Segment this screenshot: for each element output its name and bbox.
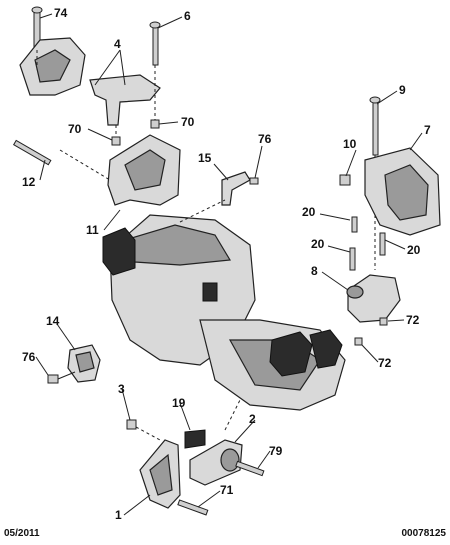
callout-72a: 72 <box>406 313 420 327</box>
callout-11: 11 <box>86 223 99 237</box>
bolt-76b <box>47 374 59 384</box>
bolt-12 <box>12 139 52 166</box>
bolt-9 <box>372 99 379 156</box>
callout-20c: 20 <box>407 243 421 257</box>
callout-6: 6 <box>184 9 191 23</box>
nut-70a <box>111 136 121 146</box>
callout-9: 9 <box>399 83 406 97</box>
callout-12: 12 <box>22 175 36 189</box>
callout-8: 8 <box>311 264 318 278</box>
callout-20a: 20 <box>302 205 316 219</box>
bracket-15-group <box>221 171 259 206</box>
callout-72b: 72 <box>378 356 392 370</box>
bolt-20a <box>351 216 358 233</box>
nut-72a <box>379 317 388 326</box>
bracket-11-group <box>12 134 181 206</box>
footer-reference: 00078125 <box>401 528 447 539</box>
callout-79: 79 <box>269 444 283 458</box>
engine-gearbox-assembly <box>102 199 346 431</box>
callout-4: 4 <box>114 37 121 51</box>
footer-date: 05/2011 <box>4 528 40 539</box>
mount-arm-4b <box>89 74 161 126</box>
callout-15: 15 <box>198 151 212 165</box>
right-mount-group <box>339 96 441 346</box>
callout-70a: 70 <box>68 122 82 136</box>
callout-74: 74 <box>54 6 68 20</box>
bolt-20c <box>379 232 386 256</box>
callout-labels: 74 4 6 70 70 76 15 12 11 9 7 10 20 20 20… <box>22 6 431 522</box>
bolt-71 <box>177 499 209 516</box>
callout-76a: 76 <box>258 132 272 146</box>
nut-72b <box>354 337 363 346</box>
callout-71: 71 <box>220 483 234 497</box>
callout-76b: 76 <box>22 350 36 364</box>
bolt-10 <box>339 174 351 186</box>
callout-14: 14 <box>46 314 60 328</box>
bracket-15 <box>221 171 251 206</box>
callout-10: 10 <box>343 137 357 151</box>
bolt-20b <box>349 247 356 271</box>
mount-8 <box>347 274 401 323</box>
bolt-76a <box>249 177 259 185</box>
callout-2: 2 <box>249 412 256 426</box>
engine-side-bracket <box>102 227 136 276</box>
callout-20b: 20 <box>311 237 325 251</box>
upper-left-mount-group <box>19 6 161 146</box>
callout-70b: 70 <box>181 115 195 129</box>
lower-mount-group <box>126 419 265 516</box>
bolt-79 <box>235 460 265 477</box>
part-14-group <box>47 344 101 384</box>
nut-70b <box>150 119 160 129</box>
callout-1: 1 <box>115 508 122 522</box>
clip-19 <box>184 429 206 449</box>
bolt-6 <box>152 24 159 66</box>
gearbox-side-bracket <box>269 331 313 377</box>
leader-lines <box>35 13 423 516</box>
bolt-3 <box>126 419 137 430</box>
callout-19: 19 <box>172 396 186 410</box>
callout-3: 3 <box>118 382 125 396</box>
callout-7: 7 <box>424 123 431 137</box>
